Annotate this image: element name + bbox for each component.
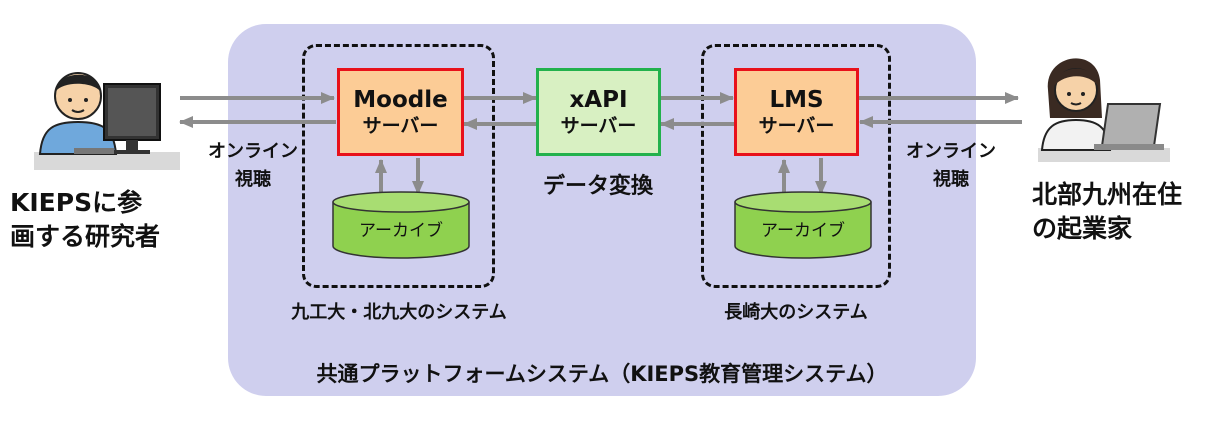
right-online-line2: 視聴 (933, 169, 969, 190)
moodle-archive-label: アーカイブ (359, 221, 443, 241)
researcher-caption-line2: 画する研究者 (10, 222, 161, 251)
left-online-line2: 視聴 (235, 169, 271, 190)
kyutech-system-box (302, 44, 495, 288)
researcher-caption-line1: KIEPSに参 (10, 188, 143, 217)
lms-archive: アーカイブ (733, 190, 873, 260)
platform-label: 共通プラットフォームシステム（KIEPS教育管理システム） (316, 362, 888, 386)
nagasaki-system-label: 長崎大のシステム (724, 302, 868, 323)
entrepreneur-caption: 北部九州在住 の起業家 (1032, 178, 1182, 246)
moodle-server: Moodle サーバー (337, 68, 464, 156)
xapi-server-name: xAPI (569, 86, 628, 113)
moodle-archive: アーカイブ (331, 190, 471, 260)
left-online-line1: オンライン (208, 141, 298, 162)
archive-cylinder-icon (332, 191, 470, 259)
entrepreneur-with-laptop-icon (1038, 58, 1170, 162)
kyutech-system-label: 九工大・北九大のシステム (291, 302, 507, 323)
archive-cylinder-icon (734, 191, 872, 259)
moodle-server-name: Moodle (353, 86, 448, 113)
xapi-server: xAPI サーバー (536, 68, 661, 156)
xapi-caption: データ変換 (542, 174, 653, 199)
lms-server-sub: サーバー (758, 114, 835, 137)
lms-server-name: LMS (769, 86, 824, 113)
entrepreneur-caption-line2: の起業家 (1032, 214, 1133, 243)
nagasaki-system-box (701, 44, 891, 288)
lms-server: LMS サーバー (734, 68, 859, 156)
lms-archive-label: アーカイブ (761, 221, 845, 241)
entrepreneur-caption-line1: 北部九州在住 (1032, 180, 1183, 209)
researcher-at-computer-icon (34, 72, 180, 170)
right-online-line1: オンライン (906, 141, 996, 162)
right-online-label: オンライン 視聴 (895, 138, 1007, 194)
researcher-caption: KIEPSに参 画する研究者 (10, 186, 160, 254)
moodle-server-sub: サーバー (362, 114, 439, 137)
xapi-server-sub: サーバー (560, 114, 637, 137)
left-online-label: オンライン 視聴 (198, 138, 308, 194)
